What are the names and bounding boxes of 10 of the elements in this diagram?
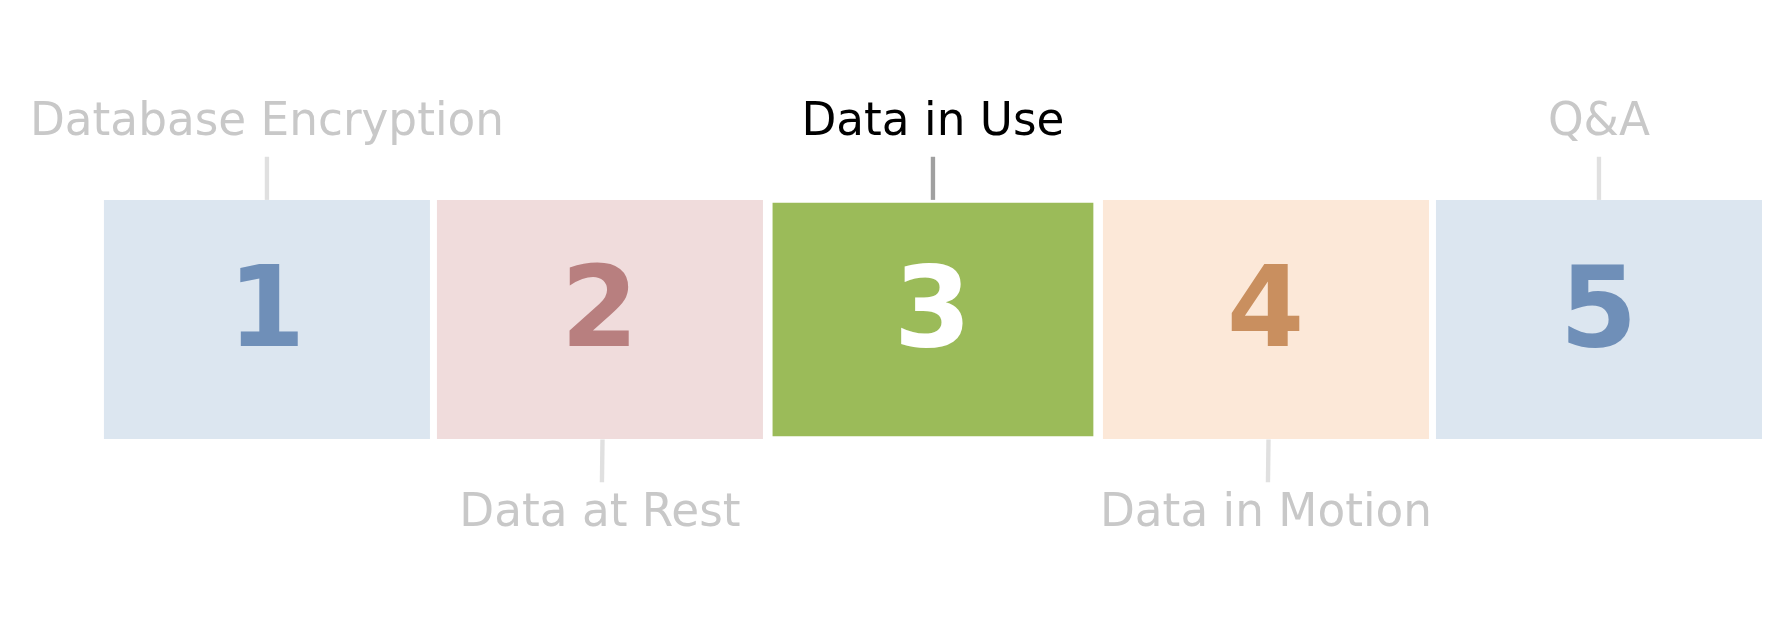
node-box: 5 (1435, 199, 1762, 439)
node-box: 2 (436, 199, 763, 439)
connector (930, 156, 936, 200)
connector (1596, 156, 1602, 200)
connector (1265, 438, 1271, 482)
connector (264, 156, 270, 200)
node-text: Data in Use (801, 92, 1065, 146)
node-box: 1 (103, 199, 430, 439)
node-box: 4 (1102, 199, 1429, 439)
connector (599, 438, 605, 482)
